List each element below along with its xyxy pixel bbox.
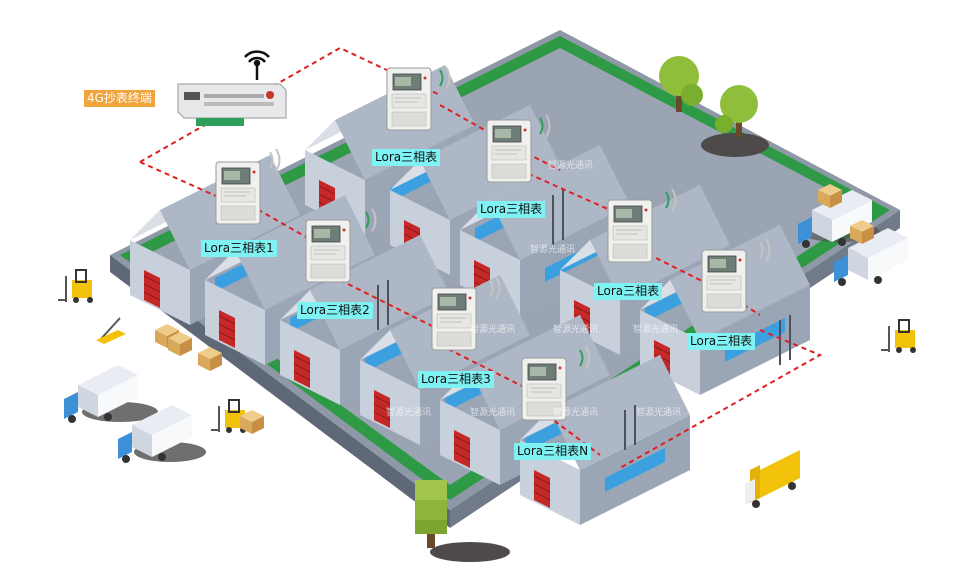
meter-label: Lora三相表N bbox=[514, 443, 592, 460]
watermark-text: 智源光通讯 bbox=[386, 408, 432, 418]
meter-device-icon bbox=[215, 161, 261, 225]
watermark-text: 智源光通讯 bbox=[633, 325, 679, 335]
meter-device-icon bbox=[431, 287, 477, 351]
meter-device-icon bbox=[486, 119, 532, 183]
meter-device-icon bbox=[386, 67, 432, 131]
forklift-icon bbox=[880, 319, 917, 354]
watermark-text: 智源光通讯 bbox=[470, 408, 516, 418]
meter-label: Lora三相表 bbox=[687, 333, 756, 350]
watermark-text: 智源光通讯 bbox=[636, 408, 682, 418]
meter-label: Lora三相表3 bbox=[418, 371, 494, 388]
forklift-icon bbox=[57, 269, 94, 304]
watermark-text: 智源光通讯 bbox=[470, 325, 516, 335]
signal-wave-icons bbox=[269, 66, 771, 370]
antenna-icon bbox=[244, 50, 270, 80]
meter-device-icon bbox=[607, 199, 653, 263]
meter-label: Lora三相表2 bbox=[297, 302, 373, 319]
meter-device-icon bbox=[701, 249, 747, 313]
4g-terminal-device bbox=[177, 83, 287, 126]
meter-label: Lora三相表 bbox=[594, 283, 663, 300]
vehicles bbox=[57, 184, 917, 508]
ladders bbox=[377, 190, 791, 450]
terminal-label: 4G抄表终端 bbox=[84, 90, 155, 107]
watermark-text: 智源光通讯 bbox=[548, 161, 594, 171]
meter-label: Lora三相表 bbox=[477, 201, 546, 218]
watermark-text: 智源光通讯 bbox=[553, 325, 599, 335]
watermark-text: 智源光通讯 bbox=[553, 408, 599, 418]
meter-label: Lora三相表 bbox=[372, 149, 441, 166]
watermark-text: 智源光通讯 bbox=[530, 245, 576, 255]
tree-icons bbox=[415, 56, 769, 562]
meter-device-icon bbox=[305, 219, 351, 283]
meter-label: Lora三相表1 bbox=[201, 240, 277, 257]
